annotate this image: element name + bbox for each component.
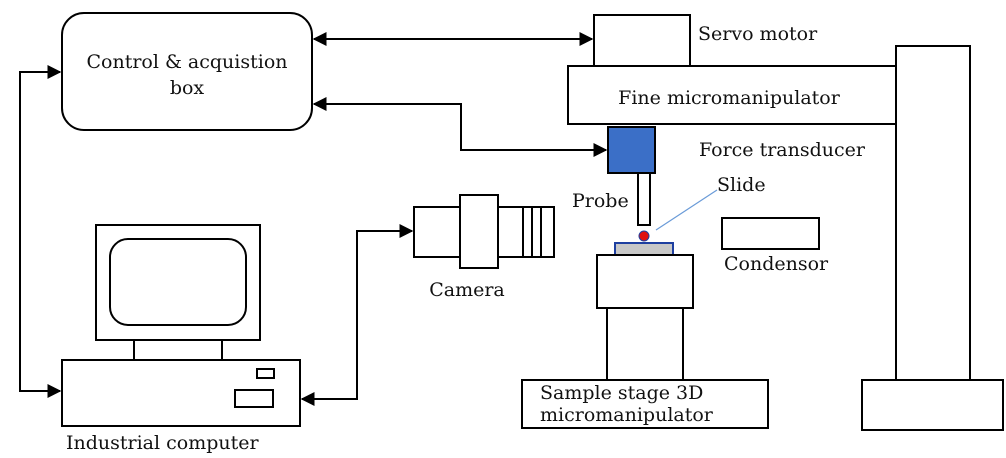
condensor-box — [721, 217, 820, 250]
force-transducer-label: Force transducer — [699, 139, 866, 161]
control-box-label-line1: Control & acquistion — [86, 51, 287, 73]
support-base — [861, 379, 1004, 431]
support-column — [895, 45, 971, 381]
camera-body-main — [459, 194, 499, 269]
monitor-stand — [133, 339, 223, 361]
control-box-label-line2: box — [170, 77, 205, 99]
camera-label: Camera — [429, 279, 505, 301]
sample-slide — [614, 242, 674, 256]
probe-shaft — [637, 172, 651, 226]
servo-motor-box — [593, 14, 691, 67]
computer-drive-bay — [234, 389, 274, 408]
slide-pointer-line — [655, 189, 718, 231]
fine-micromanipulator-label: Fine micromanipulator — [618, 87, 841, 109]
monitor-screen — [109, 238, 247, 326]
servo-motor-label: Servo motor — [698, 23, 818, 45]
arrow-control-transducer — [312, 97, 608, 157]
industrial-computer-label: Industrial computer — [66, 432, 260, 454]
probe-label: Probe — [572, 190, 629, 212]
sample-stage-base — [521, 379, 769, 429]
condensor-label: Condensor — [724, 253, 829, 275]
control-acquisition-box — [61, 12, 313, 131]
force-transducer-block — [607, 126, 656, 174]
camera-icon — [413, 194, 555, 269]
fine-micromanipulator-arm — [567, 65, 897, 125]
camera-lens — [497, 206, 555, 258]
sample-stage-label-line1: Sample stage 3D — [540, 382, 703, 404]
sample-stage-label-line2: micromanipulator — [540, 404, 714, 426]
arrow-computer-camera — [300, 224, 414, 406]
sample-dot — [638, 230, 650, 242]
slide-label: Slide — [717, 174, 766, 196]
camera-body-rear — [413, 206, 461, 258]
sample-stage-top — [596, 254, 694, 309]
computer-drive-slot — [256, 368, 275, 379]
computer-icon — [61, 224, 301, 427]
sample-stage-column — [606, 307, 684, 381]
arrow-control-computer — [19, 65, 62, 398]
